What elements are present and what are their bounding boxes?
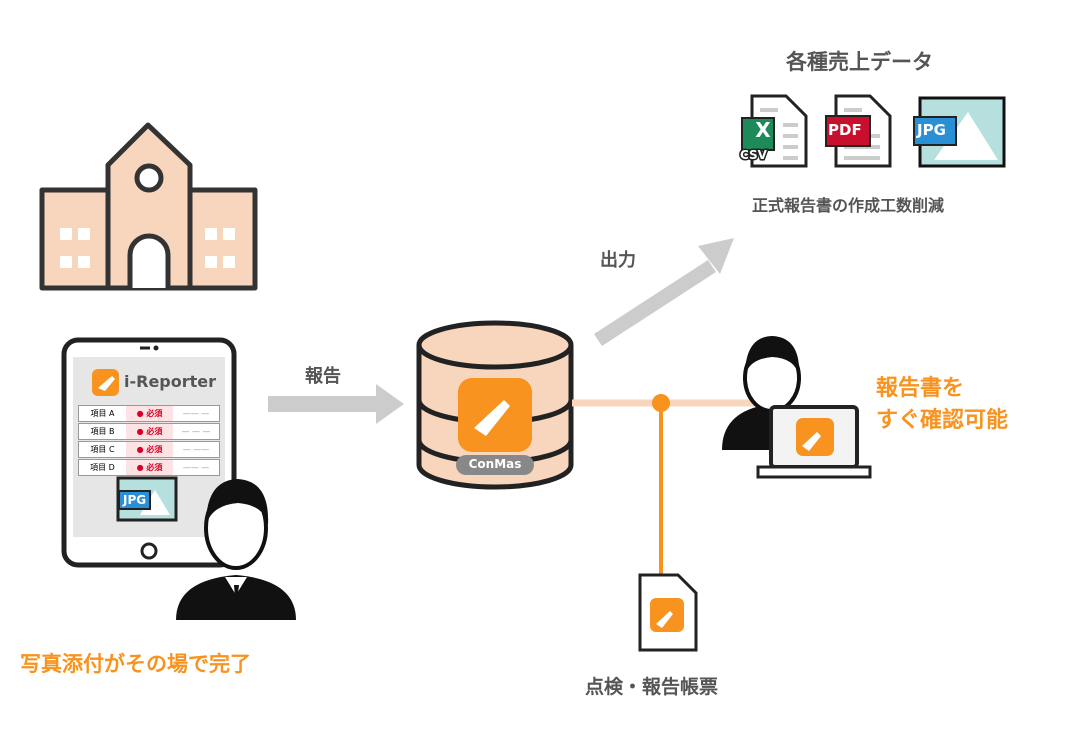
photo-jpg-label: JPG: [118, 490, 152, 510]
table-row: 項目 B ● 必須 — — —: [78, 423, 220, 440]
alert-icon: ●: [136, 427, 147, 436]
table-row: 項目 A ● 必須 —— —: [78, 405, 220, 422]
output-arrow-label: 出力: [600, 250, 636, 271]
row-value: — — —: [181, 427, 211, 436]
row-status: 必須: [146, 445, 163, 454]
row-status: 必須: [146, 427, 163, 436]
alert-icon: ●: [136, 409, 147, 418]
output-subtitle: 正式報告書の作成工数削減: [752, 196, 945, 215]
row-status: 必須: [146, 409, 163, 418]
app-name: i-Reporter: [124, 372, 217, 391]
bottom-caption: 点検・報告帳票: [585, 676, 719, 698]
row-value: —— —: [182, 409, 210, 418]
database-label: ConMas: [468, 457, 522, 471]
right-caption-line1: 報告書を: [876, 376, 965, 401]
person-with-laptop-icon: [722, 336, 872, 479]
left-caption: 写真添付がその場で完了: [20, 652, 251, 676]
tablet-form-table: 項目 A ● 必須 —— — 項目 B ● 必須 — — — 項目 C ● 必須…: [78, 405, 220, 476]
row-item: 項目 B: [90, 427, 115, 436]
form-document-icon: [638, 573, 698, 652]
row-item: 項目 D: [90, 463, 115, 472]
school-building-icon: [39, 122, 258, 291]
alert-icon: ●: [136, 463, 147, 472]
jpg-label: JPG: [917, 121, 946, 139]
alert-icon: ●: [136, 445, 147, 454]
table-row: 項目 C ● 必須 — ——: [78, 441, 220, 458]
excel-badge: X: [755, 118, 771, 142]
row-value: — ——: [182, 445, 210, 454]
report-arrow: [268, 384, 404, 424]
right-caption-line2: すぐ確認可能: [876, 408, 1009, 433]
pdf-file-icon: [825, 94, 892, 168]
connection-node: [652, 394, 670, 412]
report-arrow-label: 報告: [305, 366, 341, 387]
jpg-file-icon: [913, 96, 1006, 168]
pdf-label: PDF: [828, 121, 862, 139]
csv-label: CSV: [739, 147, 769, 164]
output-arrow: [594, 238, 734, 346]
table-row: 項目 D ● 必須 —— —: [78, 459, 220, 476]
csv-file-icon: [741, 94, 808, 168]
row-status: 必須: [146, 463, 163, 472]
row-value: —— —: [182, 463, 210, 472]
row-item: 項目 A: [90, 409, 115, 418]
output-title: 各種売上データ: [786, 50, 933, 74]
row-item: 項目 C: [90, 445, 115, 454]
person-icon: [176, 479, 296, 620]
conmas-database-icon: [416, 320, 574, 490]
